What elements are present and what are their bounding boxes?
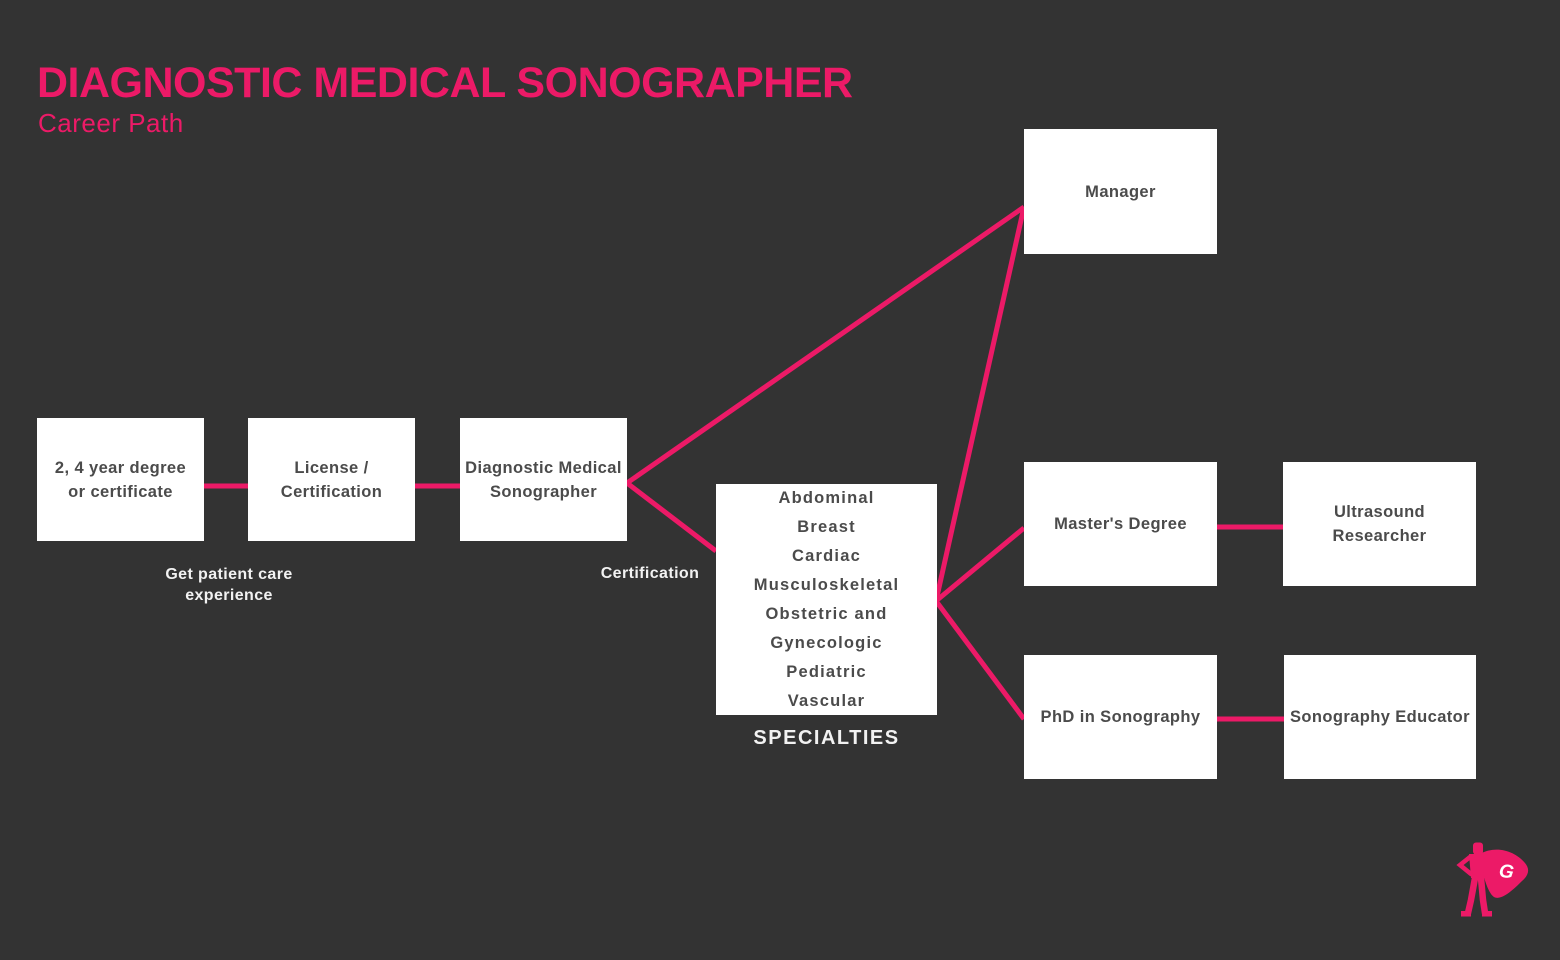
specialty-item: Pediatric (786, 662, 867, 681)
specialty-item: Obstetric and Gynecologic (765, 604, 888, 652)
node-sonographer-line1: Diagnostic Medical (465, 458, 622, 477)
node-educator-label: Sonography Educator (1290, 708, 1470, 726)
node-degree-or-certificate: 2, 4 year degree or certificate (37, 418, 204, 541)
head-shape (1473, 842, 1483, 855)
node-license-certification: License / Certification (248, 418, 415, 541)
node-diagnostic-medical-sonographer: Diagnostic Medical Sonographer (460, 418, 627, 541)
specialties-caption: SPECIALTIES (753, 727, 900, 749)
node-manager-label: Manager (1085, 182, 1156, 201)
edge-sonographer-specialties (625, 481, 718, 553)
edge-label-experience-line2: experience (185, 587, 273, 604)
node-researcher-line1: Ultrasound (1333, 503, 1426, 521)
node-manager: Manager (1024, 129, 1217, 254)
superhero-mascot-logo: G (1456, 842, 1529, 917)
node-sonographer-line2: Sonographer (489, 482, 598, 501)
node-researcher-line2: Researcher (1332, 527, 1427, 545)
legs-shape (1464, 874, 1489, 917)
torso-shape (1469, 854, 1487, 878)
node-sonography-educator: Sonography Educator (1284, 655, 1476, 779)
node-phd-label: PhD in Sonography (1040, 708, 1201, 726)
node-degree-line2: or certificate (68, 482, 173, 501)
edge-label-patient-care-experience: Get patient care experience (129, 564, 329, 606)
node-specialties-list: Abdominal Breast Cardiac Musculoskeletal… (716, 484, 937, 715)
node-masters-label: Master's Degree (1054, 515, 1187, 533)
logo-letter: G (1497, 861, 1515, 884)
specialty-item: Musculoskeletal (753, 575, 900, 594)
edge-label-certification: Certification (600, 565, 700, 582)
node-degree-line1: 2, 4 year degree (54, 458, 187, 477)
page-title: DIAGNOSTIC MEDICAL SONOGRAPHER (37, 59, 853, 107)
node-phd-in-sonography: PhD in Sonography (1024, 655, 1217, 779)
node-license-line2: Certification (280, 482, 383, 501)
edge-sonographer-manager (625, 204, 1026, 486)
page-subtitle: Career Path (38, 108, 184, 138)
specialty-item: Cardiac (792, 546, 861, 565)
specialty-item: Breast (797, 517, 856, 536)
node-masters-degree: Master's Degree (1024, 462, 1217, 586)
node-ultrasound-researcher: Ultrasound Researcher (1283, 462, 1476, 586)
specialty-item: Abdominal (778, 488, 875, 507)
arms-shape (1456, 854, 1500, 877)
node-license-line1: License / (294, 458, 369, 477)
edge-specialties-masters (934, 526, 1026, 603)
feet-shape (1461, 911, 1492, 917)
specialty-item: Vascular (787, 691, 866, 710)
edge-specialties-phd (933, 599, 1027, 721)
edge-specialties-manager (933, 206, 1027, 602)
edge-label-experience-line1: Get patient care (165, 566, 293, 583)
